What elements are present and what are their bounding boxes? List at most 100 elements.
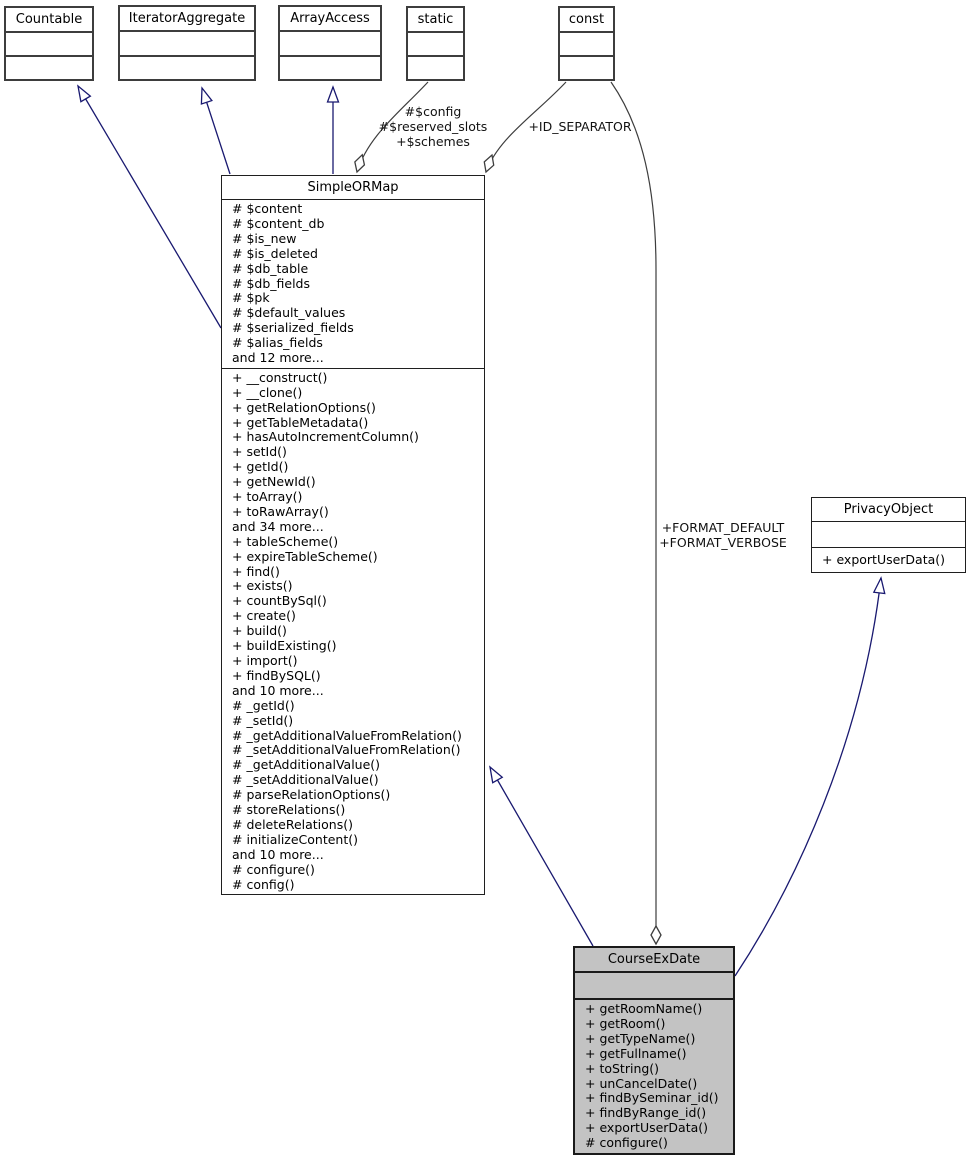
member-line: # configure() [232,861,315,877]
methods-compartment [280,54,380,80]
member-line: + tableScheme() [232,533,339,549]
class-title-courseexdate: CourseExDate [607,952,701,967]
methods-compartment: + getRoomName()+ getRoom()+ getTypeName(… [575,998,733,1153]
member-line: # $db_table [232,260,309,276]
member-line: +FORMAT_VERBOSE [659,535,787,550]
edge-inheritance-courseexdate-privacyobject [734,576,886,977]
edge-aggregation-static-simpleormap [354,81,429,174]
member-line: # $db_fields [232,275,311,291]
member-line: + setId() [232,444,287,460]
edge-aggregation-const-simpleormap [483,81,567,174]
attributes-compartment: # $content# $content_db# $is_new# $is_de… [222,199,484,368]
member-line: + getTypeName() [585,1030,696,1046]
class-box-iteratoraggregate[interactable]: IteratorAggregate [118,5,256,81]
aggregation-label-format: +FORMAT_DEFAULT+FORMAT_VERBOSE [653,520,793,550]
member-line: + getRoomName() [585,1001,703,1016]
edge-inheritance-courseexdate-simpleormap [489,765,594,947]
member-line: and 10 more... [232,682,324,698]
member-line: # $alias_fields [232,335,323,351]
member-line: + findBySQL() [232,667,321,683]
member-line: # configure() [585,1135,668,1151]
methods-compartment [408,55,463,79]
member-line: + findBySeminar_id() [585,1090,719,1106]
member-line: + toRawArray() [232,503,329,519]
methods-compartment: + exportUserData() [812,547,965,572]
member-line: + exportUserData() [822,551,946,567]
edge-inheritance-simpleormap-iteratoraggregate [200,86,231,175]
member-line: # _setAdditionalValue() [232,772,379,788]
edge-inheritance-simpleormap-countable [77,84,222,329]
member-line: # _setAdditionalValueFromRelation() [232,742,461,758]
attributes-compartment [6,31,92,55]
member-line: + __clone() [232,384,303,400]
class-title-privacyobject: PrivacyObject [843,502,934,517]
attributes-compartment [280,30,380,55]
member-line: # $default_values [232,305,346,321]
class-box-const[interactable]: const [558,6,615,81]
attributes-compartment [120,30,254,55]
member-line: # _getAdditionalValue() [232,757,381,773]
class-title-simpleormap: SimpleORMap [307,180,399,195]
member-line: + __construct() [232,369,328,385]
member-line: + unCancelDate() [585,1075,698,1091]
attributes-compartment [812,521,965,547]
member-line: + build() [232,623,287,639]
member-line: + getFullname() [585,1045,687,1061]
member-line: + getTableMetadata() [232,414,369,430]
member-line: and 12 more... [232,350,324,366]
member-line: +$schemes [396,134,470,149]
member-line: + getRelationOptions() [232,399,376,415]
member-line: + countBySql() [232,593,327,609]
member-line: # $content [232,201,303,216]
class-box-arrayaccess[interactable]: ArrayAccess [278,5,382,81]
member-line: # $is_deleted [232,245,318,261]
member-line: + getNewId() [232,474,316,490]
member-line: and 10 more... [232,846,324,862]
member-line: #$reserved_slots [378,119,488,134]
member-line: # $serialized_fields [232,320,354,336]
class-title-countable: Countable [15,12,83,27]
attributes-compartment [560,31,613,55]
member-line: # _getId() [232,697,295,713]
aggregation-label-static: #$config#$reserved_slots+$schemes [348,104,518,149]
class-box-countable[interactable]: Countable [4,6,94,81]
class-title-arrayaccess: ArrayAccess [290,11,370,26]
member-line: + create() [232,608,296,624]
member-line: + toString() [585,1060,660,1076]
class-box-simpleormap[interactable]: SimpleORMap # $content# $content_db# $is… [221,175,485,895]
methods-compartment [560,55,613,79]
member-line: # _setId() [232,712,294,728]
member-line: # initializeContent() [232,831,359,847]
member-line: + buildExisting() [232,638,337,654]
member-line: + toArray() [232,489,303,505]
member-line: #$config [404,104,462,119]
member-line: and 34 more... [232,518,324,534]
member-line: + import() [232,653,298,669]
class-title-iteratoraggregate: IteratorAggregate [128,11,246,26]
attributes-compartment [408,31,463,55]
class-title-static: static [417,12,454,27]
edge-aggregation-const-courseexdate [610,81,662,946]
member-line: + getId() [232,459,289,475]
member-line: # _getAdditionalValueFromRelation() [232,727,462,743]
member-line: + exists() [232,578,293,594]
member-line: # $is_new [232,230,297,246]
member-line: + findByRange_id() [585,1105,707,1121]
member-line: + expireTableScheme() [232,548,378,564]
member-line: # storeRelations() [232,802,346,818]
member-line: + exportUserData() [585,1120,709,1136]
methods-compartment: + __construct()+ __clone()+ getRelationO… [222,367,484,894]
class-box-privacyobject[interactable]: PrivacyObject + exportUserData() [811,497,966,573]
member-line: + getRoom() [585,1015,666,1031]
attributes-compartment [575,971,733,998]
member-line: # config() [232,876,295,892]
member-line: + hasAutoIncrementColumn() [232,429,419,445]
member-line: # deleteRelations() [232,816,353,832]
methods-compartment [120,54,254,80]
class-box-static[interactable]: static [406,6,465,81]
class-box-courseexdate[interactable]: CourseExDate + getRoomName()+ getRoom()+… [573,946,735,1155]
member-line: # $content_db [232,215,325,231]
member-line: # parseRelationOptions() [232,787,391,803]
